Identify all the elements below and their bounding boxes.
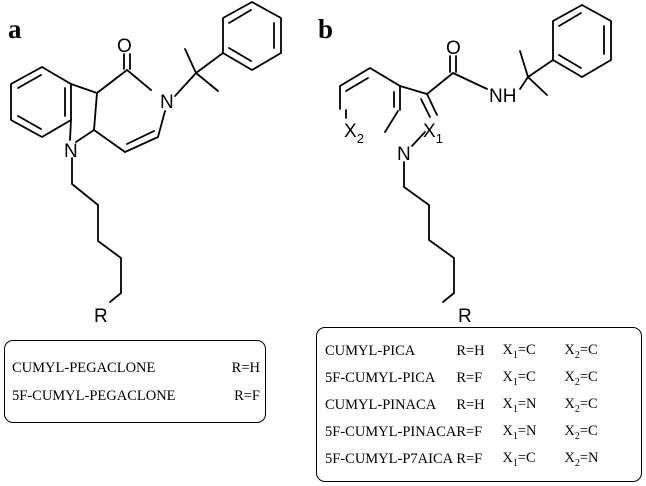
r-value: R=F bbox=[456, 424, 483, 440]
atom-label-nitrogen-ring-a: N bbox=[160, 92, 174, 113]
atom-label-x1: X1 bbox=[423, 121, 443, 146]
compound-name: CUMYL-PEGACLONE bbox=[12, 359, 156, 376]
table-row: 5F-CUMYL-PEGACLONE R=F bbox=[12, 382, 260, 410]
x1-value: X1=N bbox=[502, 396, 537, 415]
structure-b-bonds bbox=[339, 4, 612, 303]
x2-value: X2=C bbox=[564, 396, 598, 415]
atom-label-oxygen-b: O bbox=[446, 38, 461, 59]
x1-value: X1=C bbox=[502, 369, 536, 388]
panel-label-a: a bbox=[8, 14, 22, 44]
compound-name: 5F-CUMYL-P7AICA bbox=[325, 451, 454, 467]
r-value: R=H bbox=[456, 397, 485, 413]
x2-value: X2=C bbox=[564, 423, 598, 442]
atom-label-nitrogen-indole-a: N bbox=[64, 141, 78, 162]
table-row: CUMYL-PEGACLONE R=H bbox=[12, 354, 260, 382]
atom-label-x2: X2 bbox=[344, 121, 364, 146]
table-row: 5F-CUMYL-PICA R=F X1=C X2=C bbox=[325, 365, 598, 392]
atom-label-oxygen-a: O bbox=[117, 36, 132, 57]
r-value: R=H bbox=[456, 343, 485, 359]
table-row: CUMYL-PICA R=H X1=C X2=C bbox=[325, 338, 598, 365]
atom-label-r-b: R bbox=[458, 306, 472, 327]
x1-value: X1=C bbox=[502, 342, 536, 361]
table-row: CUMYL-PINACA R=H X1=N X2=C bbox=[325, 392, 598, 419]
x2-value: X2=C bbox=[564, 342, 598, 361]
compound-table-a: CUMYL-PEGACLONE R=H 5F-CUMYL-PEGACLONE R… bbox=[4, 340, 266, 423]
compound-name: CUMYL-PINACA bbox=[325, 397, 437, 413]
atom-label-nh-b: NH bbox=[489, 86, 516, 107]
r-value: R=F bbox=[456, 370, 483, 386]
x1-value: X1=C bbox=[502, 450, 536, 469]
compound-name: 5F-CUMYL-PICA bbox=[325, 370, 436, 386]
compound-table-b: CUMYL-PICA R=H X1=C X2=C 5F-CUMYL-PICA R=F X1=… bbox=[316, 327, 642, 482]
r-value: R=F bbox=[234, 387, 260, 404]
x1-value: X1=N bbox=[502, 423, 537, 442]
atom-label-nitrogen-b: N bbox=[397, 144, 411, 165]
table-b: CUMYL-PICA R=H X1=C X2=C 5F-CUMYL-PICA R=F X1=… bbox=[325, 338, 598, 473]
compound-name: 5F-CUMYL-PINACA bbox=[325, 424, 457, 440]
table-a: CUMYL-PEGACLONE R=H 5F-CUMYL-PEGACLONE R… bbox=[12, 354, 260, 410]
compound-name: CUMYL-PICA bbox=[325, 343, 416, 359]
r-value: R=F bbox=[456, 451, 483, 467]
panel-label-b: b bbox=[318, 14, 334, 44]
compound-name: 5F-CUMYL-PEGACLONE bbox=[12, 387, 176, 404]
r-value: R=H bbox=[231, 359, 260, 376]
structure-a-bonds bbox=[10, 1, 282, 303]
x2-value: X2=C bbox=[564, 369, 598, 388]
x2-value: X2=N bbox=[564, 450, 599, 469]
atom-label-r-a: R bbox=[94, 306, 108, 327]
